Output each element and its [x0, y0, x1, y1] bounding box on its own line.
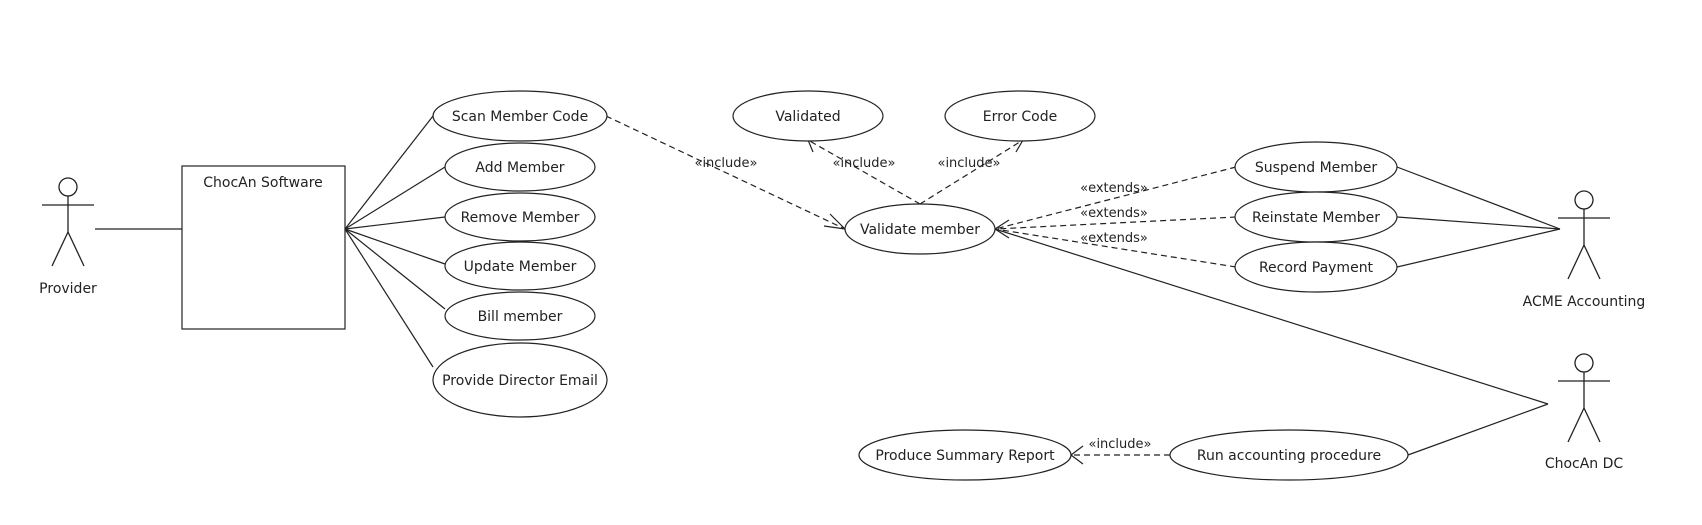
actor-figure-icon	[1558, 353, 1610, 443]
use-case-provide-director-email: Provide Director Email	[432, 342, 608, 418]
actor-chocan-dc: ChocAn DC	[1545, 353, 1624, 472]
chocan-dc-associations	[994, 228, 1549, 456]
actor-provider: Provider	[39, 177, 97, 297]
use-case-label: Add Member	[475, 160, 564, 176]
include-label-validated: «include»	[832, 156, 895, 171]
extends-label-reinstate: «extends»	[1080, 206, 1148, 221]
actor-acme-accounting: ACME Accounting	[1523, 190, 1646, 310]
extends-suspend-to-validate	[994, 166, 1237, 230]
include-label-scan: «include»	[694, 156, 757, 171]
include-validate-to-error	[919, 139, 1025, 205]
use-case-reinstate-member: Reinstate Member	[1234, 191, 1398, 243]
use-case-validate-member: Validate member	[844, 203, 996, 255]
extends-record-to-validate	[994, 228, 1237, 268]
use-case-scan-member-code: Scan Member Code	[432, 90, 608, 142]
use-case-label: Record Payment	[1259, 260, 1374, 276]
actor-figure-icon	[1558, 190, 1610, 280]
use-case-label: Reinstate Member	[1252, 210, 1380, 226]
include-label-error: «include»	[937, 156, 1000, 171]
use-case-update-member: Update Member	[444, 241, 596, 291]
use-case-label: Suspend Member	[1255, 160, 1378, 176]
use-case-run-accounting-procedure: Run accounting procedure	[1169, 429, 1409, 481]
include-validate-to-validated	[807, 137, 921, 205]
use-case-label: Update Member	[464, 259, 577, 275]
use-case-label: Produce Summary Report	[875, 448, 1055, 464]
system-associations	[344, 115, 446, 368]
use-case-label: Provide Director Email	[442, 373, 598, 389]
extends-label-suspend: «extends»	[1080, 181, 1148, 196]
use-case-suspend-member: Suspend Member	[1234, 141, 1398, 193]
use-case-add-member: Add Member	[444, 142, 596, 192]
use-case-label: Scan Member Code	[452, 109, 588, 125]
actor-figure-icon	[42, 177, 94, 267]
use-case-validated: Validated	[732, 90, 884, 142]
use-case-label: Validate member	[860, 222, 980, 238]
system-boundary: ChocAn Software	[181, 165, 346, 330]
use-case-label: Bill member	[478, 309, 563, 325]
actor-label: Provider	[39, 281, 97, 297]
use-case-record-payment: Record Payment	[1234, 241, 1398, 293]
use-case-bill-member: Bill member	[444, 291, 596, 341]
use-case-label: Validated	[775, 109, 840, 125]
use-case-remove-member: Remove Member	[444, 192, 596, 242]
system-label: ChocAn Software	[203, 175, 323, 191]
include-label-summary: «include»	[1088, 437, 1151, 452]
use-case-label: Run accounting procedure	[1197, 448, 1381, 464]
extends-label-record: «extends»	[1080, 231, 1148, 246]
use-case-error-code: Error Code	[944, 90, 1096, 142]
use-case-produce-summary-report: Produce Summary Report	[858, 429, 1072, 481]
extends-reinstate-to-validate	[994, 216, 1237, 230]
actor-label: ChocAn DC	[1545, 456, 1624, 472]
acme-associations	[1396, 166, 1561, 268]
use-case-label: Error Code	[983, 109, 1057, 125]
use-case-label: Remove Member	[461, 210, 580, 226]
actor-label: ACME Accounting	[1523, 294, 1646, 310]
